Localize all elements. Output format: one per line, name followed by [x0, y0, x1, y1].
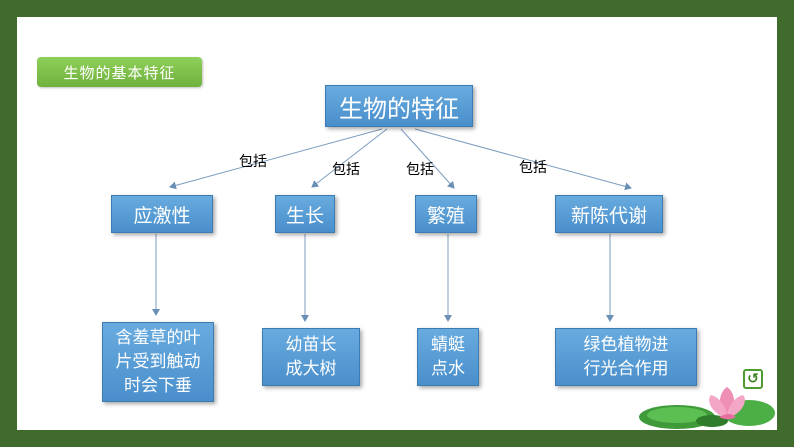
- category-node-irritability: 应激性: [111, 195, 213, 233]
- relation-label: 包括: [519, 160, 547, 176]
- lotus-icon: [639, 387, 775, 429]
- root-node: 生物的特征: [325, 85, 473, 127]
- category-node-reproduction: 繁殖: [415, 195, 477, 233]
- relation-label: 包括: [406, 162, 434, 178]
- example-node-metabolism: 绿色植物进 行光合作用: [555, 328, 697, 386]
- category-node-growth: 生长: [275, 195, 335, 233]
- category-node-metabolism: 新陈代谢: [555, 195, 663, 233]
- relation-label: 包括: [239, 154, 267, 170]
- example-node-irritability: 含羞草的叶 片受到触动 时会下垂: [102, 322, 214, 402]
- connector-root-cat2: [311, 128, 388, 188]
- example-node-reproduction: 蜻蜓 点水: [417, 328, 479, 386]
- slide: 生物的基本特征 生物的特征 包括 包括 包括 包括 应激性 生长 繁殖 新陈代谢…: [17, 17, 777, 430]
- connector-root-cat1: [169, 128, 383, 190]
- connector-lines: [152, 128, 632, 322]
- return-icon[interactable]: ↺: [743, 369, 763, 389]
- section-title-badge: 生物的基本特征: [37, 57, 202, 87]
- example-node-growth: 幼苗长 成大树: [262, 328, 360, 386]
- connector-root-cat4: [414, 128, 632, 191]
- connector-root-cat3: [400, 128, 455, 189]
- relation-label: 包括: [332, 162, 360, 178]
